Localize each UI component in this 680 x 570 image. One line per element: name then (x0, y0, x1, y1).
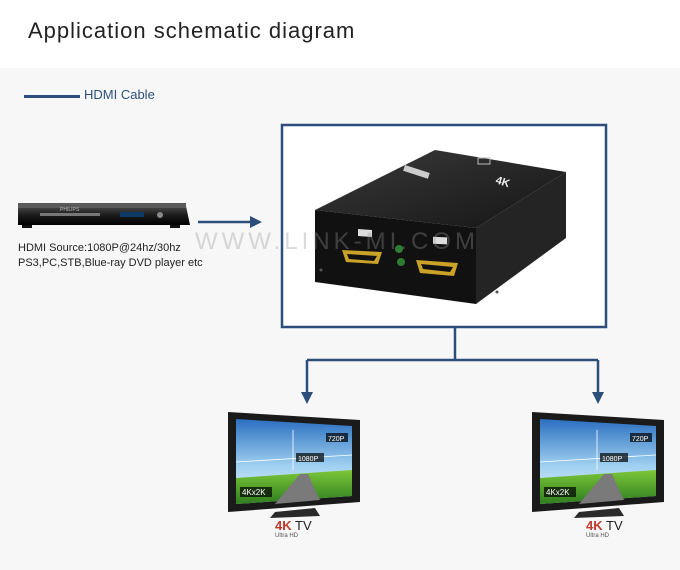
hdmi-cable-legend-line (24, 95, 80, 98)
watermark-text: WWW.LINK-MI.COM (195, 228, 479, 255)
tv-right-720p-label: 720P (632, 436, 649, 443)
hdmi-cable-legend-label: HDMI Cable (84, 87, 155, 102)
tv-left-1080p-label: 1080P (298, 456, 319, 463)
output-arrow-icon (301, 392, 313, 404)
page-title: Application schematic diagram (28, 18, 356, 43)
tv-right-caption: 4K TV Ultra HD (586, 518, 623, 539)
tv-right-caption-tv: TV (606, 518, 623, 533)
source-description-line2: PS3,PC,STB,Blue-ray DVD player etc (18, 257, 203, 269)
hdmi-splitter-device: 4K (315, 150, 566, 304)
source-description-line1: HDMI Source:1080P@24hz/30hz (18, 242, 181, 254)
tv-left-720p-label: 720P (328, 436, 345, 443)
tv-left-4kx2k-label: 4Kx2K (242, 488, 266, 497)
tv-right-4kx2k-label: 4Kx2K (546, 488, 570, 497)
tv-right-icon: 720P 1080P 4Kx2K (532, 412, 664, 518)
tv-left-caption-4k: 4K (275, 518, 292, 533)
dvd-player-icon: PHILIPS (18, 203, 190, 228)
device-4k-label: 4K (494, 174, 511, 190)
tv-left-caption: 4K TV Ultra HD (275, 518, 312, 539)
tv-left-icon: 720P 1080P 4Kx2K (228, 412, 360, 518)
tv-left-caption-sub: Ultra HD (275, 533, 299, 539)
input-arrow-icon (250, 216, 262, 228)
tv-right-caption-sub: Ultra HD (586, 533, 610, 539)
output-cable-tree (301, 327, 604, 404)
tv-right-caption-4k: 4K (586, 518, 603, 533)
tv-left-caption-tv: TV (295, 518, 312, 533)
led-indicator-icon (395, 245, 403, 253)
led-indicator-icon (397, 258, 405, 266)
output-arrow-icon (592, 392, 604, 404)
dvd-brand-text: PHILIPS (60, 207, 80, 213)
tv-right-1080p-label: 1080P (602, 456, 623, 463)
